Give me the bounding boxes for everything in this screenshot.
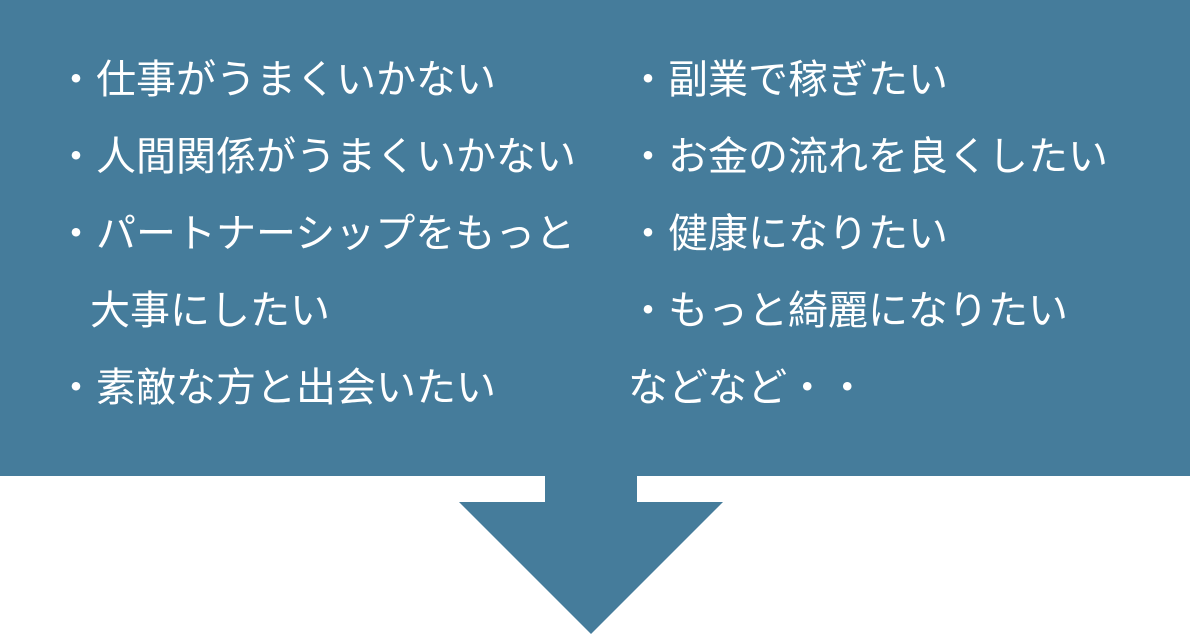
list-item: ・素敵な方と出会いたい (56, 365, 496, 411)
list-item: ・副業で稼ぎたい (628, 57, 948, 103)
list-item: ・お金の流れを良くしたい (628, 134, 1108, 180)
list-item: ・健康になりたい (628, 211, 948, 257)
list-item: ・パートナーシップをもっと (56, 211, 576, 257)
list-item: ・もっと綺麗になりたい (628, 288, 1068, 334)
right-list: ・副業で稼ぎたい ・お金の流れを良くしたい ・健康になりたい ・もっと綺麗になり… (628, 42, 1108, 427)
list-item: ・人間関係がうまくいかない (56, 134, 576, 180)
left-list: ・仕事がうまくいかない ・人間関係がうまくいかない ・パートナーシップをもっと … (56, 42, 576, 427)
closing-text: などなど・・ (628, 365, 868, 411)
list-item: ・仕事がうまくいかない (56, 57, 496, 103)
list-item-continuation: 大事にしたい (90, 288, 330, 334)
